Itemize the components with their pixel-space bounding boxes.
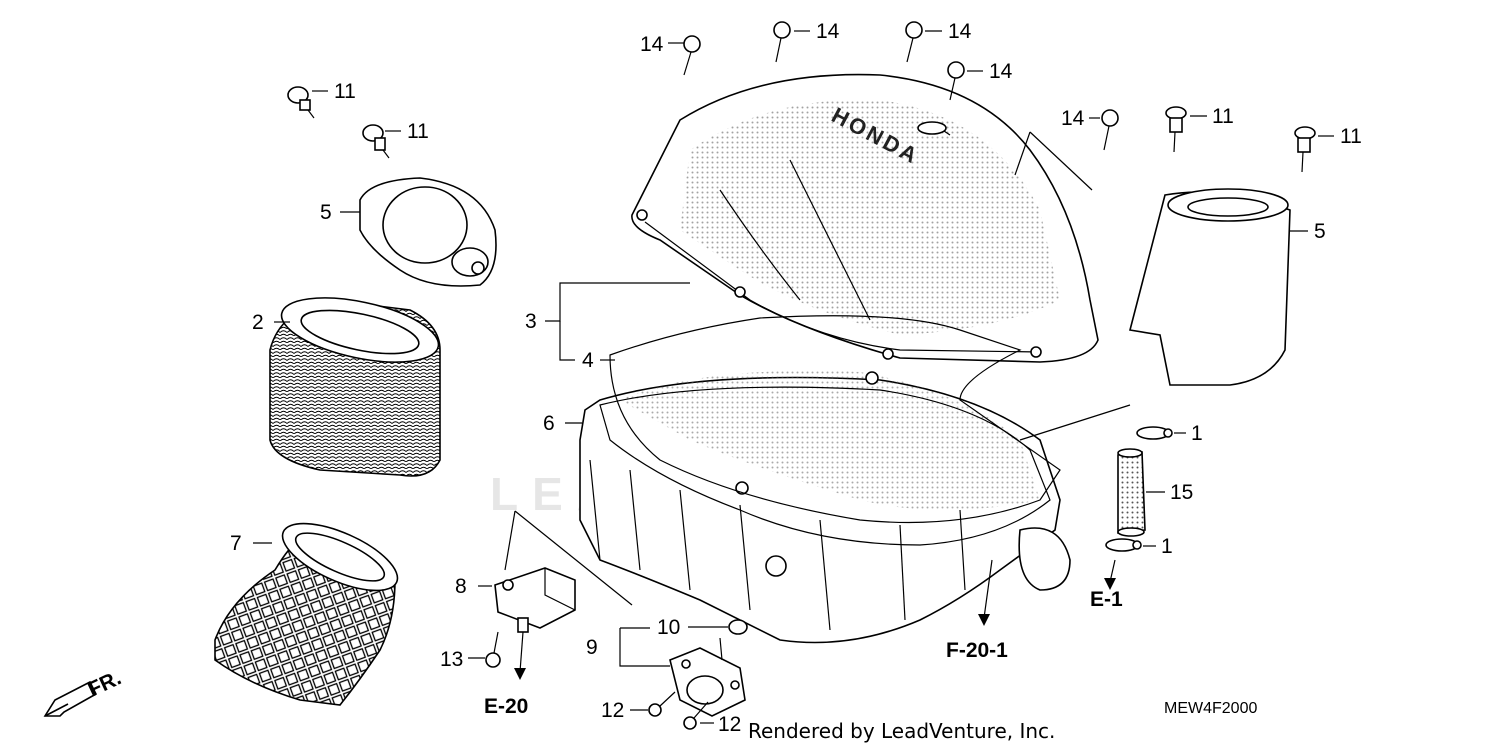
callout-11-a: 11 xyxy=(334,80,356,103)
diagram-code: MEW4F2000 xyxy=(1164,700,1257,717)
ref-e-1: E-1 xyxy=(1090,588,1123,611)
air-funnel xyxy=(214,522,399,706)
callout-15: 15 xyxy=(1170,481,1193,504)
callout-5-b: 5 xyxy=(1314,220,1326,243)
clip-clamp-bottom xyxy=(1105,538,1142,552)
cover-plate-left xyxy=(359,177,497,287)
callout-10: 10 xyxy=(657,616,680,639)
seal-gasket xyxy=(609,315,1061,524)
ref-f-20-1: F-20-1 xyxy=(946,639,1008,662)
joint-bracket xyxy=(669,637,746,717)
callout-9: 9 xyxy=(586,636,598,659)
drain-tube xyxy=(1117,448,1146,537)
screw-11b xyxy=(362,124,390,159)
bolt-14b xyxy=(773,21,791,63)
callout-11-d: 11 xyxy=(1340,125,1362,148)
clip-clamp-top xyxy=(1136,426,1173,440)
callout-4: 4 xyxy=(582,349,594,372)
callout-14-d: 14 xyxy=(989,60,1013,83)
callout-1-b: 1 xyxy=(1161,535,1173,558)
callout-14-c: 14 xyxy=(948,20,972,43)
callout-3: 3 xyxy=(525,310,537,333)
bolt-13 xyxy=(485,631,501,668)
callout-11-b: 11 xyxy=(407,120,429,143)
screw-11d xyxy=(1294,126,1316,173)
callout-12-a: 12 xyxy=(601,699,624,722)
callout-7: 7 xyxy=(230,532,242,555)
bolt-14a xyxy=(683,35,701,76)
callout-2: 2 xyxy=(252,311,264,334)
callout-14-a: 14 xyxy=(640,33,664,56)
bolt-12b xyxy=(683,701,709,730)
cover-duct-right xyxy=(1129,188,1291,386)
bolt-14e xyxy=(1101,109,1119,151)
render-credit: Rendered by LeadVenture, Inc. xyxy=(748,719,1055,743)
map-sensor xyxy=(494,567,576,633)
callout-14-e: 14 xyxy=(1061,107,1085,130)
front-direction-arrow: FR. xyxy=(43,666,125,717)
air-filter-element xyxy=(269,297,441,477)
leader-lines xyxy=(253,30,1334,724)
callout-14-b: 14 xyxy=(816,20,840,43)
callout-11-c: 11 xyxy=(1212,105,1234,128)
air-cleaner-cover: HONDA xyxy=(631,73,1099,363)
callout-6: 6 xyxy=(543,412,555,435)
bolt-14d xyxy=(947,61,965,101)
callout-12-b: 12 xyxy=(718,713,741,736)
bolt-14c xyxy=(905,21,923,63)
bolt-12a xyxy=(648,691,676,717)
callout-1-a: 1 xyxy=(1191,422,1203,445)
callout-8: 8 xyxy=(455,575,467,598)
screw-11c xyxy=(1165,106,1187,153)
ref-e-20: E-20 xyxy=(484,695,528,718)
callout-5-a: 5 xyxy=(320,201,332,224)
air-cleaner-case xyxy=(579,370,1071,644)
callout-13: 13 xyxy=(440,648,463,671)
o-ring xyxy=(728,619,748,635)
screw-11a xyxy=(287,86,315,119)
